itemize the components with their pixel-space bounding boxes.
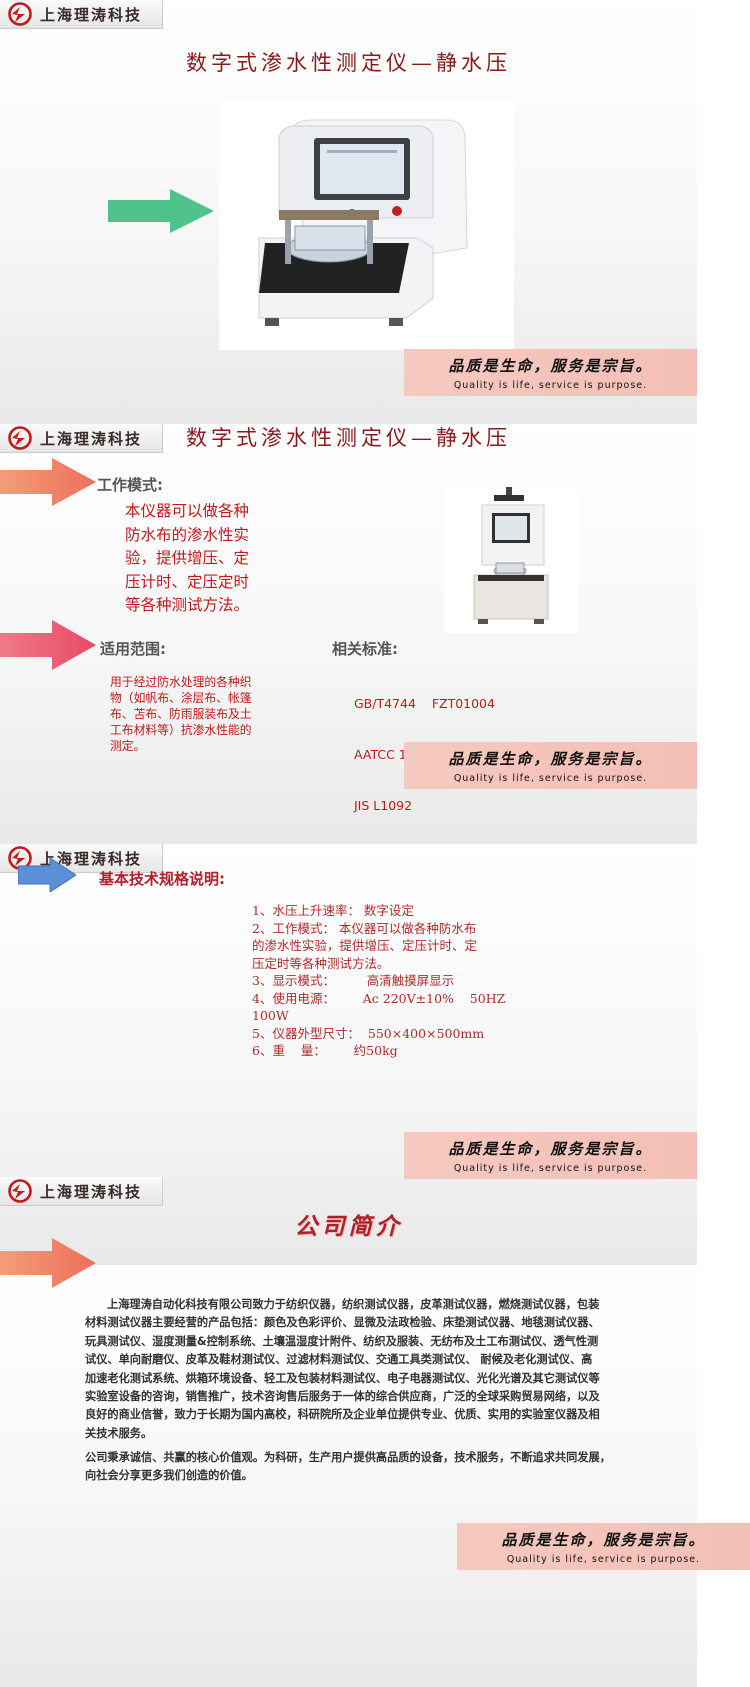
product-photo-panel: 上海理涛科技 数字式渗水性测定仪—静水压: [0, 0, 697, 424]
arrow-right-icon: [0, 458, 96, 506]
work-mode-text: 本仪器可以做各种 防水布的渗水性实 验，提供增压、定 压计时、定压定时 等各种测…: [125, 500, 285, 618]
slogan-en: Quality is life, service is purpose.: [453, 1163, 648, 1174]
work-mode-heading: 工作模式:: [97, 476, 163, 494]
paragraph-line: 玩具测试仪、湿度测量&控制系统、土壤温湿度计附件、纺织及服装、无纺布及土工布测试…: [85, 1334, 599, 1348]
company-logo[interactable]: 上海理涛科技: [0, 0, 163, 29]
standard-item: JIS L1092: [354, 798, 413, 813]
paragraph-line: 良好的商业信誉，致力于长期为国内高校，科研院所及企业单位提供专业、优质、实用的实…: [85, 1408, 600, 1422]
company-intro-paragraph: 上海理涛自动化科技有限公司致力于纺织仪器，纺织测试仪器，皮革测试仪器，燃烧测试仪…: [85, 1296, 633, 1443]
work-mode-line: 本仪器可以做各种: [125, 502, 250, 520]
product-image: [219, 98, 514, 350]
product-title: 数字式渗水性测定仪—静水压: [186, 51, 511, 75]
slogan-cn: 品质是生命，服务是宗旨。: [448, 357, 653, 375]
standard-item: GB/T4744 FZT01004: [354, 696, 495, 711]
company-profile-panel: [0, 1265, 697, 1687]
arrow-right-icon: [108, 189, 214, 233]
slogan-en: Quality is life, service is purpose.: [453, 773, 648, 784]
company-profile-title: 公司简介: [294, 1213, 403, 1240]
slogan-banner: 品质是生命，服务是宗旨。 Quality is life, service is…: [404, 742, 697, 789]
logo-text: 上海理涛科技: [40, 1182, 143, 1201]
product-title: 数字式渗水性测定仪—静水压: [0, 424, 697, 452]
spec-item: 3、显示模式： 高清触摸屏显示: [252, 973, 455, 988]
scope-line: 物（如帆布、涂层布、帐篷: [110, 691, 252, 705]
paragraph-line: 向社会分享更多我们创造的价值。: [85, 1469, 253, 1483]
slogan-banner: 品质是生命，服务是宗旨。 Quality is life, service is…: [404, 1132, 697, 1179]
product-title-text: 数字式渗水性测定仪—静水压: [186, 426, 511, 450]
company-values-paragraph: 公司秉承诚信、共赢的核心价值观。为科研，生产用户提供高品质的设备，技术服务，不断…: [85, 1449, 633, 1486]
spec-item: 1、水压上升速率： 数字设定: [252, 903, 414, 918]
logo-text: 上海理涛科技: [40, 429, 143, 448]
spec-item: 6、重 量： 约50kg: [252, 1043, 398, 1058]
scope-line: 用于经过防水处理的各种织: [110, 675, 252, 689]
logo-icon: [0, 1177, 40, 1206]
product-image: [444, 483, 579, 633]
paragraph-line: 试仪、单向耐磨仪、皮革及鞋材测试仪、过滤材料测试仪、交通工具类测试仪、 耐候及老…: [85, 1353, 593, 1367]
standards-heading: 相关标准:: [332, 640, 398, 658]
logo-text: 上海理涛科技: [40, 5, 143, 24]
spec-item: 2、工作模式： 本仪器可以做各种防水布: [252, 920, 477, 936]
arrow-right-icon: [0, 620, 96, 670]
paragraph-line: 关技术服务。: [85, 1426, 153, 1440]
scope-line: 工布材料等）抗渗水性能的: [110, 723, 252, 737]
slogan-cn: 品质是生命，服务是宗旨。: [501, 1531, 706, 1549]
work-mode-line: 防水布的渗水性实: [125, 525, 250, 544]
company-logo[interactable]: 上海理涛科技: [0, 424, 163, 453]
slogan-cn: 品质是生命，服务是宗旨。: [448, 750, 653, 768]
logo-text: 上海理涛科技: [40, 849, 143, 868]
paragraph-line: 加速老化测试系统、烘箱环境设备、轻工及包装材料测试仪、电子电器测试仪、光化光谱及…: [85, 1371, 600, 1385]
slogan-cn: 品质是生命，服务是宗旨。: [448, 1140, 653, 1158]
slogan-banner: 品质是生命，服务是宗旨。 Quality is life, service is…: [457, 1523, 750, 1570]
slogan-en: Quality is life, service is purpose.: [506, 1554, 701, 1565]
spec-item: 的渗水性实验，提供增压、定压计时、定: [252, 938, 478, 953]
work-mode-line: 等各种测试方法。: [125, 596, 250, 614]
arrow-right-icon: [18, 858, 76, 892]
spec-item: 压定时等各种测试方法。: [252, 955, 390, 971]
product-title-text: 数字式渗水性测定仪—静水压: [186, 844, 511, 846]
product-title: 数字式渗水性测定仪—静水压: [0, 844, 697, 848]
logo-icon: [0, 424, 40, 453]
work-mode-line: 压计时、定压定时: [125, 572, 250, 591]
arrow-right-icon: [0, 1238, 96, 1288]
paragraph-line: 材料测试仪器主要经营的产品包括：颜色及色彩评价、显微及法政检验、床垫测试仪器、地…: [85, 1316, 600, 1330]
work-mode-line: 验，提供增压、定: [125, 549, 250, 567]
work-mode-panel: 上海理涛科技 数字式渗水性测定仪—静水压 工作模式: 本仪器可以做各种 防水布的…: [0, 424, 697, 844]
spec-list: 1、水压上升速率： 数字设定 2、工作模式： 本仪器可以做各种防水布 的渗水性实…: [252, 902, 524, 1060]
scope-line: 测定。: [110, 739, 146, 753]
spec-item: 4、使用电源： Ac 220V±10% 50HZ: [252, 990, 506, 1006]
paragraph-line: 上海理涛自动化科技有限公司致力于纺织仪器，纺织测试仪器，皮革测试仪器，燃烧测试仪…: [107, 1298, 600, 1311]
spec-item: 5、仪器外型尺寸： 550×400×500mm: [252, 1025, 485, 1041]
slogan-en: Quality is life, service is purpose.: [453, 380, 648, 391]
scope-line: 布、苫布、防雨服装布及土: [110, 707, 252, 721]
slogan-banner: 品质是生命，服务是宗旨。 Quality is life, service is…: [404, 349, 697, 396]
scope-text: 用于经过防水处理的各种织 物（如帆布、涂层布、帐篷 布、苫布、防雨服装布及土 工…: [110, 674, 280, 754]
specs-heading: 基本技术规格说明:: [99, 870, 225, 888]
paragraph-line: 实验室设备的咨询，销售推广，技术咨询售后服务于一体的综合供应商，广泛的全球采购贸…: [85, 1390, 600, 1404]
spec-item: 100W: [252, 1008, 289, 1023]
scope-heading: 适用范围:: [100, 640, 166, 658]
company-logo[interactable]: 上海理涛科技: [0, 1177, 163, 1206]
paragraph-line: 公司秉承诚信、共赢的核心价值观。为科研，生产用户提供高品质的设备，技术服务，不断…: [85, 1451, 611, 1464]
logo-icon: [0, 0, 40, 29]
